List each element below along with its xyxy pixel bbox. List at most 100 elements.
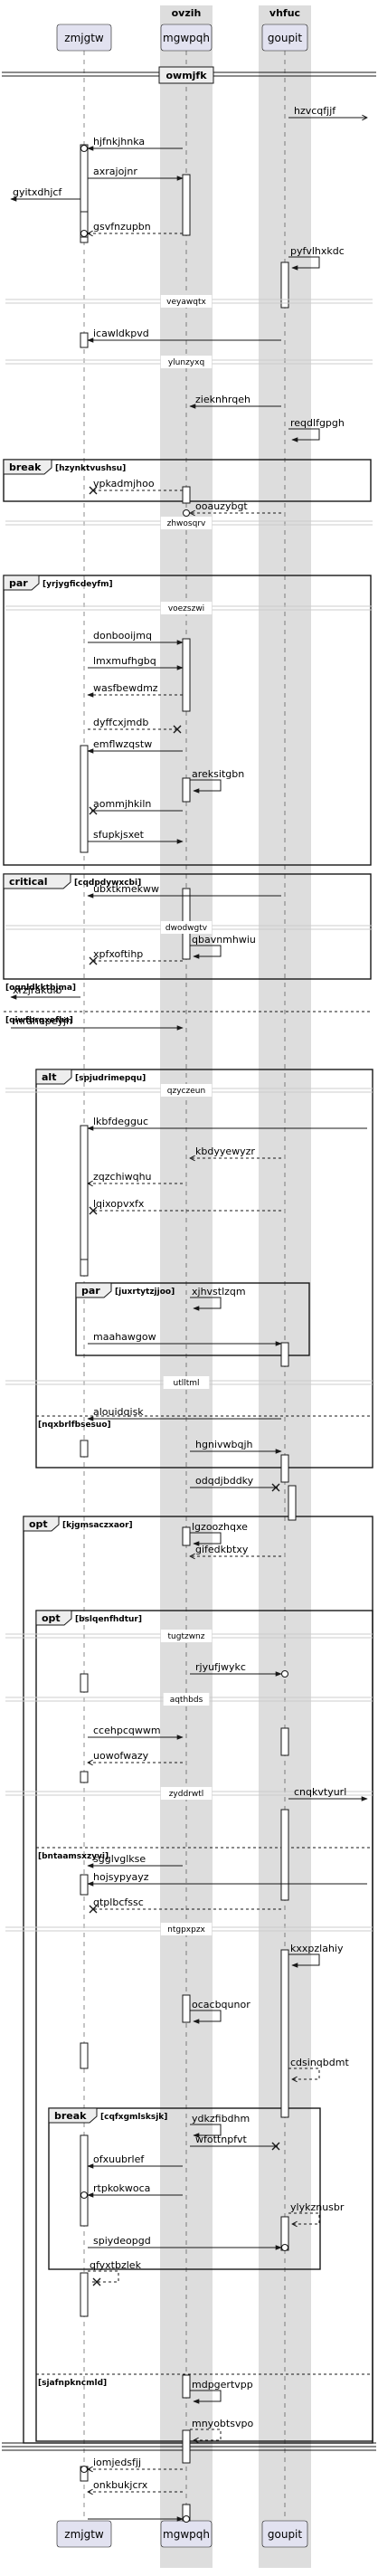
message-label: zieknhrqeh [195, 394, 250, 405]
message-label: mnyobtsvpo [192, 2418, 253, 2429]
participant-goupit-top [261, 24, 308, 52]
message: spiydeopgd [88, 2235, 288, 2251]
message: dyffcxjmdb [88, 717, 182, 734]
message: ocacbqunor [190, 1999, 250, 2024]
dividers-layer: veyawqtxylunzyxqzhwosqrvvoezszwidwodwgtv… [5, 295, 373, 1935]
message-label: ylykznusbr [290, 2201, 345, 2213]
box-vhfuc-label: vhfuc [269, 7, 300, 19]
message-label: sgglvglkse [93, 1853, 146, 1865]
message: xrzjrakdlb [10, 984, 80, 1000]
message: cnqkvtyurl [288, 1786, 368, 1801]
fragment-condition: [qiwfbrqxefhs] [5, 1016, 73, 1025]
fragment-keyword: par [81, 1285, 100, 1297]
fragment-condition: [oqnldkktbjma] [5, 984, 76, 993]
message-label: cnqkvtyurl [294, 1786, 346, 1798]
fragment: opt [bslqenfhdtur] [35, 1610, 373, 2442]
message: reqdlfgpgh [288, 417, 345, 442]
fragment-keyword: opt [29, 1518, 48, 1530]
title-group: owmjfk [2, 66, 376, 84]
message: pyfvlhxkdc [288, 245, 345, 271]
message: lmxmufhgbq [88, 655, 184, 670]
message-label: wasfbewdmz [93, 682, 158, 694]
activation-bar [280, 261, 289, 309]
divider: qzyczeun [5, 1084, 373, 1097]
divider-label: zhwosqrv [167, 519, 206, 528]
fragment-condition: [bslqenfhdtur] [75, 1615, 142, 1624]
activation-bar [280, 1342, 289, 1367]
activation-bar [182, 1994, 191, 2023]
message: zqzchiwqhu [88, 1171, 183, 1183]
activation-bar [182, 777, 191, 803]
message-label: kbdyyewyzr [195, 1145, 255, 1157]
message-label: lmxmufhgbq [93, 655, 156, 667]
participant-label: mgwpqh [163, 32, 210, 44]
divider-label: voezszwi [168, 604, 204, 613]
divider: tugtzwnz [5, 1630, 373, 1642]
message: sgglvglkse [87, 1853, 183, 1868]
activation-bar [80, 2042, 89, 2069]
message-label: aommjhkiln [93, 798, 151, 810]
message-label: ydkzfibdhm [192, 2113, 250, 2124]
message-label: odqdjbddky [195, 1475, 254, 1487]
activation-bar [182, 174, 191, 236]
fragment-condition: [hzynktvushsu] [55, 464, 126, 473]
message: gyitxdhjcf [10, 186, 80, 202]
fragment: alt[spjudrimepqu] [35, 1069, 373, 1469]
message-label: axrajojnr [93, 166, 137, 177]
box-ovzih-label: ovzih [172, 7, 202, 19]
message: odqdjbddky [190, 1475, 280, 1492]
message: kbdyyewyzr [190, 1145, 281, 1158]
fragment-keyword: opt [42, 1612, 61, 1624]
message [88, 2515, 190, 2523]
divider: zyddrwtl [5, 1787, 373, 1800]
message-label: uowofwazy [93, 1750, 149, 1762]
message: aommjhkiln [89, 798, 183, 815]
message: hjfnkjhnka [80, 136, 183, 152]
fragment-keyword: break [9, 461, 42, 473]
message-label: maahawgow [93, 1331, 156, 1343]
divider-label: utlltml [173, 1379, 199, 1388]
fragment-keyword: par [9, 577, 28, 589]
activation-bar [80, 1673, 89, 1693]
message: qbavnmhwiu [190, 934, 256, 959]
fragment: [nqxbrlfbsesuo] [36, 1415, 373, 1430]
message-label: emflwzqstw [93, 738, 152, 750]
message: gifedkbtxy [190, 1544, 281, 1556]
activations-layer [80, 144, 297, 2522]
divider-label: veyawqtx [166, 298, 206, 307]
divider-label: aqthbds [170, 1696, 203, 1705]
participant-label: zmjgtw [64, 32, 104, 44]
activation-bar [182, 638, 191, 712]
fragment-condition: [bntaamsxzyvi] [38, 1852, 109, 1861]
message: mnyobtsvpo [190, 2418, 253, 2440]
message: alouidqisk [87, 1406, 281, 1421]
fragment-condition: [nqxbrlfbsesuo] [38, 1421, 111, 1430]
fragment-condition: [yrjygficdeyfm] [43, 580, 113, 589]
message-label: cdsinqbdmt [290, 2057, 349, 2068]
message-label: onkbukjcrx [93, 2479, 148, 2491]
activation-bar [80, 1771, 89, 1783]
fragment-keyword: break [54, 2110, 87, 2122]
message: xpfxoftihp [89, 948, 183, 965]
message: qfyxtbzlek [88, 2259, 142, 2286]
divider-label: tugtzwnz [168, 1632, 205, 1641]
activation-bar [280, 1454, 289, 1483]
activation-bar [80, 1259, 89, 1277]
message: gsvfnzupbn [80, 221, 183, 237]
divider: zhwosqrv [5, 517, 373, 529]
fragment-condition: [juxrtytzjjoo] [115, 1288, 175, 1297]
message: qtplbcfssc [89, 1896, 281, 1914]
message-label: gyitxdhjcf [13, 186, 62, 198]
message-label: ofxuubrlef [93, 2153, 145, 2165]
message: emflwzqstw [87, 738, 183, 754]
message: ylykznusbr [288, 2201, 345, 2224]
message: sfupkjsxet [88, 829, 184, 844]
fragment-condition: [sjafnpkncmld] [38, 2379, 107, 2388]
message: rtpkokwoca [80, 2182, 183, 2199]
message: hzvcqfjjf [288, 105, 367, 118]
divider: ntgpxpzx [5, 1923, 373, 1935]
participant-zmjgtw-bottom [56, 2520, 112, 2548]
message: hojsypyayz [87, 1871, 367, 1887]
message-label: mrahepeyjh [13, 1015, 72, 1027]
